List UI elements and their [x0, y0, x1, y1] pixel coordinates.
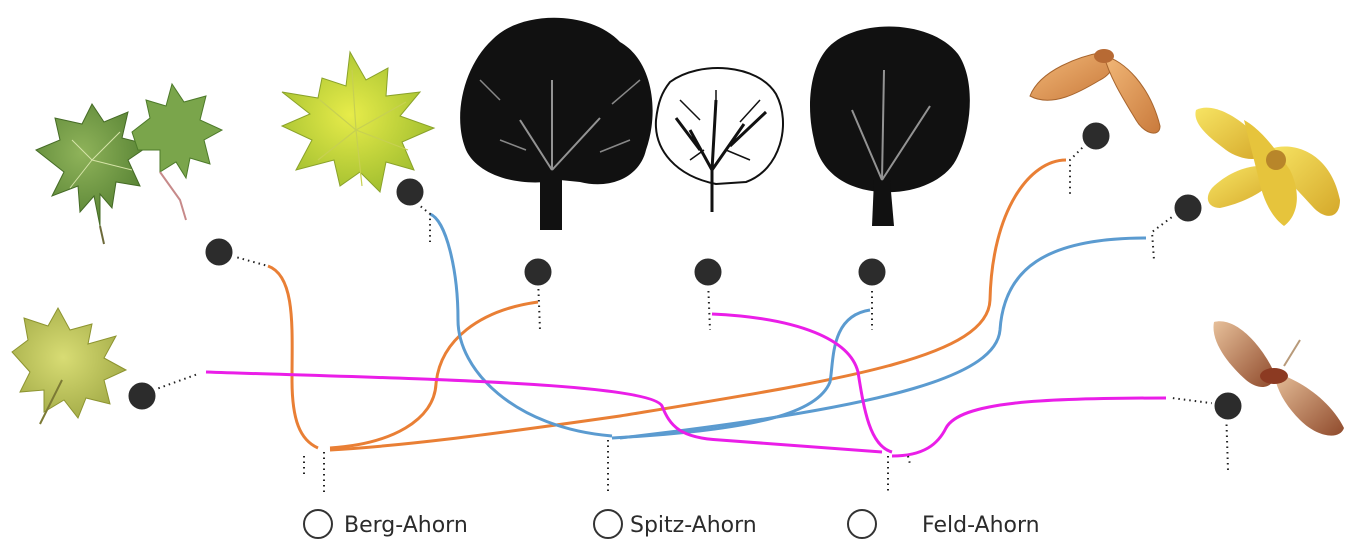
line-field-leaf-to-feld [205, 370, 883, 454]
line-tree-oval-to-spitz [611, 308, 871, 440]
tree-oval-image [810, 26, 970, 226]
line-sycamore-to-berg [267, 264, 319, 450]
line-seed-yellow-to-spitz [619, 236, 1147, 440]
line-norway-to-spitz [429, 212, 613, 438]
seed-orange-image [1029, 49, 1161, 134]
tree-tall-image [460, 17, 653, 230]
handle-seed-red[interactable] [1211, 389, 1245, 423]
target-spitz[interactable]: Spitz-Ahorn [593, 509, 757, 539]
handle-leaf-sycamore[interactable] [202, 235, 236, 269]
target-label-feld: Feld-Ahorn [922, 513, 1040, 538]
target-berg[interactable]: Berg-Ahorn [303, 509, 468, 539]
target-circle-berg[interactable] [303, 509, 333, 539]
target-label-spitz: Spitz-Ahorn [630, 513, 757, 538]
leaf-field-image [11, 306, 128, 425]
seed-red-image [1213, 321, 1344, 436]
line-seed-red-to-feld [891, 396, 1167, 458]
drag-handles [125, 119, 1245, 423]
leaf-sycamore-image [35, 82, 224, 245]
handle-tree-tall[interactable] [521, 255, 555, 289]
dotted-leaders [147, 139, 1229, 494]
target-circle-spitz[interactable] [593, 509, 623, 539]
target-circle-feld[interactable] [847, 509, 877, 539]
line-tree-tall-to-berg [329, 300, 539, 450]
target-feld[interactable]: Feld-Ahorn [847, 509, 1040, 539]
handle-leaf-field[interactable] [125, 379, 159, 413]
handle-seed-yellow[interactable] [1171, 191, 1205, 225]
handle-leaf-norway[interactable] [393, 175, 427, 209]
seed-yellow-image [1195, 107, 1340, 226]
tree-small-image [654, 67, 784, 212]
line-seed-orange-to-berg [329, 158, 1067, 452]
leaf-norway-image [280, 50, 436, 194]
connection-lines [205, 158, 1167, 458]
handle-tree-oval[interactable] [855, 255, 889, 289]
target-label-berg: Berg-Ahorn [344, 513, 468, 538]
handle-tree-small[interactable] [691, 255, 725, 289]
handle-seed-orange[interactable] [1079, 119, 1113, 153]
line-tree-small-to-feld [711, 312, 893, 454]
